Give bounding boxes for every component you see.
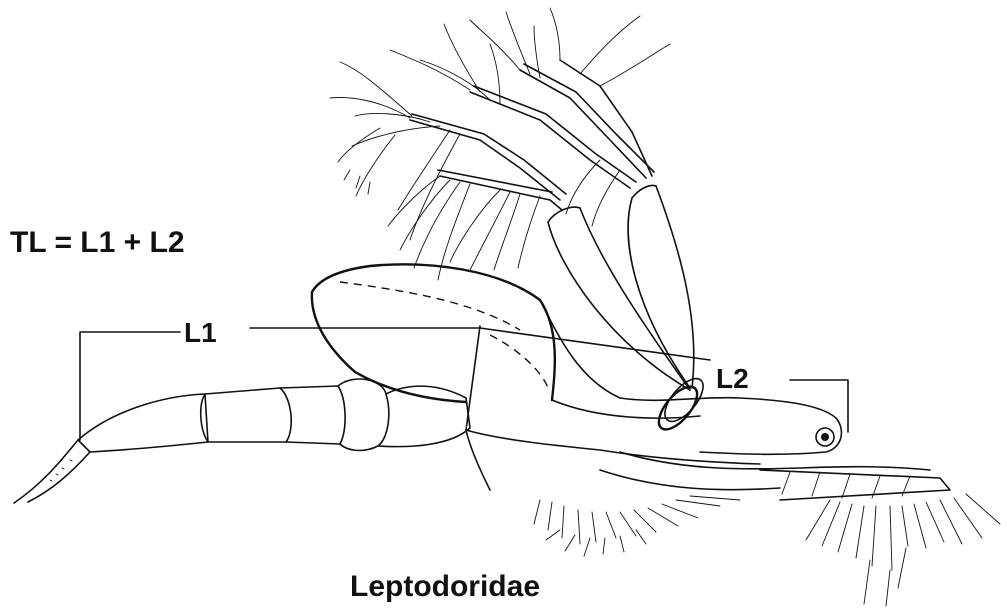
caption-label: Leptodoridae bbox=[350, 570, 540, 603]
l2-bracket bbox=[480, 328, 848, 432]
formula-label: TL = L1 + L2 bbox=[10, 226, 185, 259]
animal-body bbox=[14, 8, 1000, 606]
l2-label: L2 bbox=[716, 363, 749, 394]
l1-bracket bbox=[80, 328, 480, 440]
l1-label: L1 bbox=[184, 317, 217, 348]
